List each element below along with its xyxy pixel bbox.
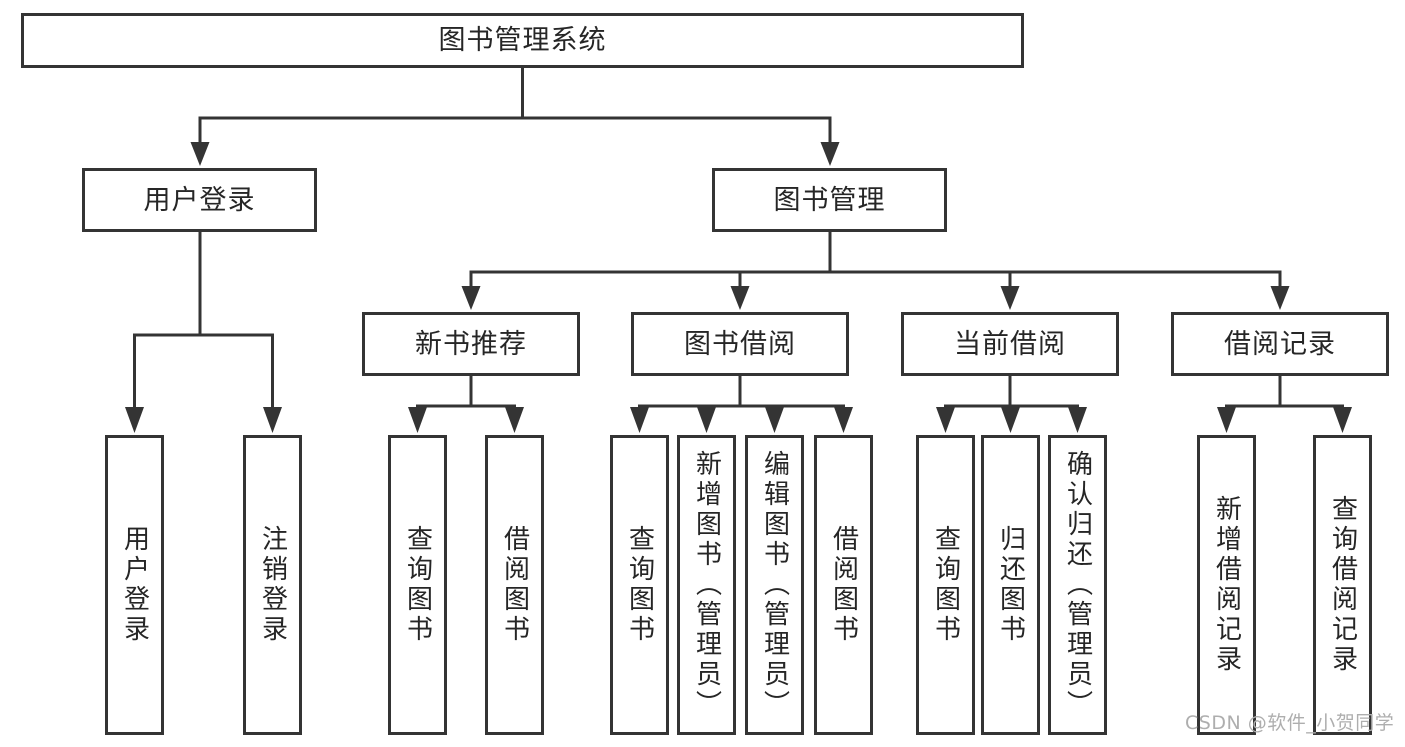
node-leaf-edit-books-admin: 编辑图书（管理员） (745, 435, 804, 735)
node-leaf-logout: 注销登录 (243, 435, 302, 735)
node-leaf-query-books-current: 查询图书 (916, 435, 975, 735)
node-leaf-query-books-newbook: 查询图书 (388, 435, 447, 735)
node-leaf-add-borrow-record: 新增借阅记录 (1197, 435, 1256, 735)
node-book-management: 图书管理 (712, 168, 947, 232)
node-leaf-borrow-books-newbook: 借阅图书 (485, 435, 544, 735)
node-borrowing-records: 借阅记录 (1171, 312, 1389, 376)
node-leaf-borrow-books-borrowing: 借阅图书 (814, 435, 873, 735)
node-new-book-recommendation: 新书推荐 (362, 312, 580, 376)
node-leaf-return-books: 归还图书 (981, 435, 1040, 735)
node-leaf-add-books-admin: 新增图书（管理员） (677, 435, 736, 735)
node-book-borrowing: 图书借阅 (631, 312, 849, 376)
node-leaf-query-books-borrowing: 查询图书 (610, 435, 669, 735)
node-current-borrowing: 当前借阅 (901, 312, 1119, 376)
node-leaf-query-borrow-record: 查询借阅记录 (1313, 435, 1372, 735)
node-leaf-confirm-return-admin: 确认归还（管理员） (1048, 435, 1107, 735)
node-leaf-user-login: 用户登录 (105, 435, 164, 735)
node-book-management-system: 图书管理系统 (21, 13, 1024, 68)
arrowheads (125, 142, 1352, 433)
csdn-watermark: CSDN @软件_小贺同学 (1185, 712, 1395, 734)
node-user-login: 用户登录 (82, 168, 317, 232)
